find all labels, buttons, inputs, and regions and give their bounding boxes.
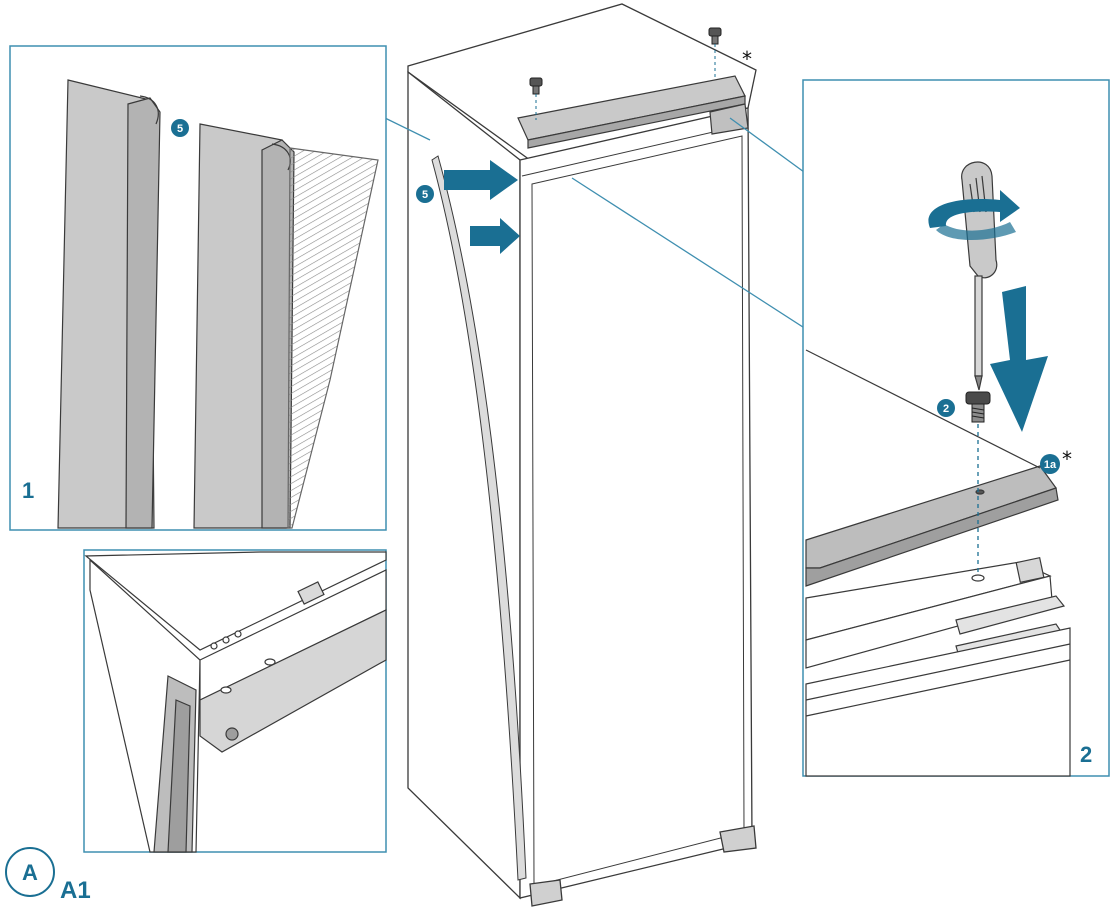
fridge-unit bbox=[407, 3, 757, 907]
rotate-arrow-icon bbox=[928, 190, 1020, 240]
screw-icon bbox=[965, 391, 991, 423]
asterisk-1a: * bbox=[1062, 447, 1072, 471]
asterisk-top: * bbox=[742, 47, 752, 71]
panel-label-circle-a: A bbox=[5, 847, 55, 897]
detail-panel-a1: A A1 bbox=[5, 549, 387, 904]
detail-panel-2: 2 1a * 2 bbox=[802, 79, 1110, 777]
screw-icon bbox=[708, 27, 722, 80]
svg-text:5: 5 bbox=[422, 189, 428, 201]
push-arrow-icon bbox=[444, 160, 518, 200]
push-arrow-icon bbox=[470, 218, 520, 254]
top-mounting-bracket bbox=[517, 75, 749, 149]
screw-icon bbox=[529, 77, 543, 120]
detail-panel-1: 5 1 bbox=[9, 45, 387, 531]
callout-badge-5: 5 bbox=[416, 185, 434, 203]
svg-text:A: A bbox=[22, 860, 38, 885]
svg-text:5: 5 bbox=[177, 123, 183, 135]
callout-badge-5: 5 bbox=[171, 119, 189, 137]
callout-badge-2: 2 bbox=[937, 399, 955, 417]
panel-label-a1: A1 bbox=[60, 877, 91, 904]
panel-label-2: 2 bbox=[1080, 742, 1092, 767]
callout-badge-1a: 1a bbox=[1040, 454, 1060, 474]
screwdriver-icon bbox=[961, 161, 998, 391]
panel-label-1: 1 bbox=[22, 478, 34, 503]
door-seal-strip bbox=[431, 155, 527, 881]
svg-text:1a: 1a bbox=[1044, 459, 1057, 471]
svg-text:2: 2 bbox=[943, 403, 949, 415]
down-arrow-icon bbox=[990, 286, 1048, 432]
